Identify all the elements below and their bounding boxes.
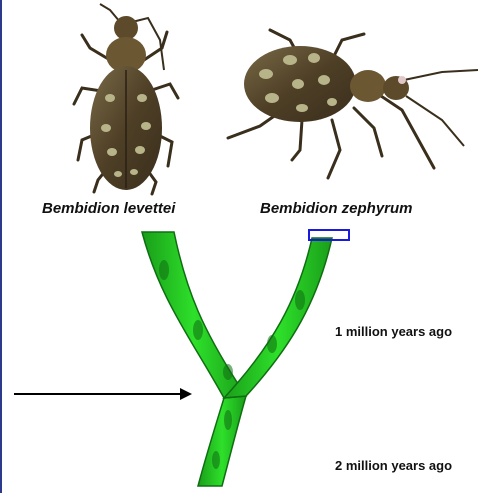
branch-zephyrum — [224, 238, 332, 398]
time-marker-1: 1 million years ago — [335, 324, 452, 339]
tree-trunk — [198, 396, 246, 486]
time-marker-2: 2 million years ago — [335, 458, 452, 473]
species-label-zephyrum: Bembidion zephyrum — [260, 200, 413, 217]
beetle-levettei-image — [74, 4, 178, 194]
arrow-icon — [14, 388, 192, 400]
phylogeny-tree — [142, 232, 332, 486]
species-label-levettei: Bembidion levettei — [42, 200, 175, 217]
beetle-zephyrum-image — [228, 30, 478, 178]
